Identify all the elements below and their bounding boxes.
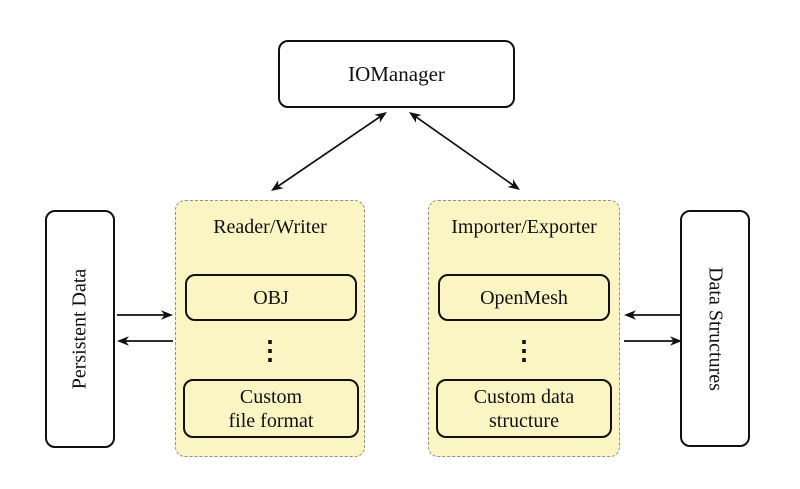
custom-file-format-line1: Custom [239, 385, 303, 408]
importer-exporter-title: Importer/Exporter [451, 216, 597, 238]
node-iomanager: IOManager [278, 40, 515, 108]
node-data-structures: Data Structures [680, 210, 750, 447]
arrow-readerwriter-to-persistent [117, 336, 173, 346]
arrow-iomanager-importerexporter [409, 112, 520, 190]
persistent-data-label: Persistent Data [68, 268, 91, 390]
custom-data-structure-line2: structure [489, 409, 559, 432]
arrow-importer-to-datastructures [624, 336, 682, 346]
node-persistent-data: Persistent Data [45, 210, 115, 448]
custom-data-structure-line1: Custom data [473, 385, 575, 408]
node-custom-file-format: Custom file format [183, 379, 359, 438]
node-openmesh: OpenMesh [438, 274, 610, 321]
obj-label: OBJ [253, 286, 289, 309]
openmesh-label: OpenMesh [480, 286, 568, 309]
iomanager-label: IOManager [348, 61, 445, 86]
ellipsis-vertical-icon: ⋮ [257, 336, 283, 365]
node-obj: OBJ [185, 274, 357, 321]
ellipsis-vertical-icon: ⋮ [511, 336, 537, 365]
group-reader-writer: Reader/Writer OBJ ⋮ Custom file format [175, 200, 365, 457]
arrow-persistent-to-readerwriter [117, 310, 173, 320]
group-importer-exporter: Importer/Exporter OpenMesh ⋮ Custom data… [428, 200, 620, 457]
node-custom-data-structure: Custom data structure [436, 379, 612, 438]
custom-file-format-line2: file format [228, 409, 314, 432]
data-structures-label: Data Structures [704, 266, 727, 391]
arrow-datastructures-to-importer [624, 310, 682, 320]
reader-writer-title: Reader/Writer [213, 216, 327, 238]
arrow-iomanager-readerwriter [271, 112, 387, 191]
